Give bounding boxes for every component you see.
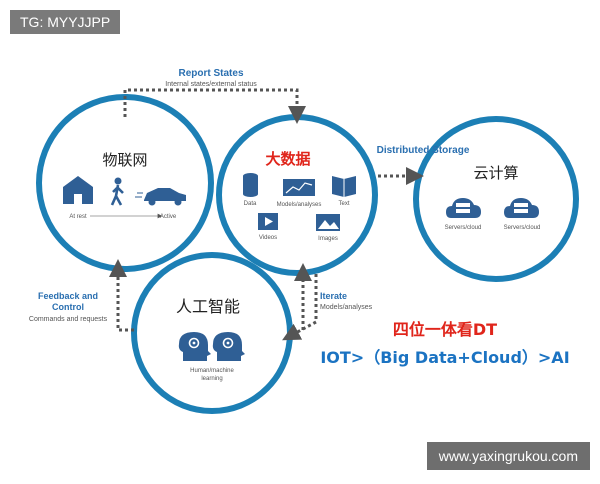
slogan-line1: 四位一体看DT bbox=[393, 320, 497, 339]
cloud-ring bbox=[413, 116, 579, 282]
iot-label-active: Active bbox=[160, 214, 177, 220]
iterate-return-arrow bbox=[282, 274, 318, 341]
bigdata-label-models: Models/analyses bbox=[277, 202, 322, 208]
car-icon bbox=[135, 188, 186, 206]
feedback-subtitle: Commands and requests bbox=[29, 316, 108, 323]
iot-ring bbox=[36, 94, 214, 272]
slogan-line2: IOT>（Big Data+Cloud）>AI bbox=[320, 348, 569, 367]
server-cloud-icon-right bbox=[504, 198, 539, 218]
image-icon bbox=[316, 214, 340, 231]
report-states-subtitle: Internal states/external status bbox=[165, 81, 257, 88]
iot-title: 物联网 bbox=[102, 151, 147, 169]
book-icon bbox=[332, 176, 356, 197]
ai-label-line2: learning bbox=[201, 376, 222, 382]
cloud-label-left: Servers/cloud bbox=[445, 225, 482, 231]
database-icon bbox=[243, 173, 258, 197]
feedback-title-line2: Control bbox=[52, 302, 84, 312]
distributed-storage-title: Distributed Storage bbox=[377, 145, 470, 156]
website-watermark: www.yaxingrukou.com bbox=[426, 442, 590, 470]
bigdata-label-videos: Videos bbox=[259, 235, 277, 241]
bigdata-label-text: Text bbox=[338, 201, 349, 207]
human-head-gear-icon bbox=[178, 332, 211, 361]
iterate-subtitle: Models/analyses bbox=[320, 304, 373, 311]
ai-ring bbox=[131, 252, 293, 414]
server-cloud-icon-left bbox=[446, 198, 481, 218]
cloud-label-right: Servers/cloud bbox=[504, 225, 541, 231]
feedback-control-arrow bbox=[109, 259, 134, 332]
report-states-arrow bbox=[123, 88, 306, 124]
tg-tag-badge: TG: MYYJJPP bbox=[10, 10, 121, 34]
ai-label-line1: Human/machine bbox=[190, 368, 234, 374]
bigdata-label-data: Data bbox=[244, 201, 257, 207]
chart-icon bbox=[283, 179, 315, 196]
report-states-title: Report States bbox=[178, 68, 243, 79]
bigdata-title: 大数据 bbox=[265, 150, 310, 168]
iot-label-rest: At rest bbox=[69, 214, 87, 220]
iterate-title: Iterate bbox=[320, 291, 347, 301]
ai-title: 人工智能 bbox=[176, 297, 240, 316]
house-icon bbox=[63, 176, 93, 204]
machine-head-gear-icon bbox=[212, 332, 245, 361]
bigdata-label-images: Images bbox=[318, 236, 338, 242]
feedback-title-line1: Feedback and bbox=[38, 291, 98, 301]
video-icon bbox=[258, 213, 278, 230]
walking-person-icon bbox=[110, 177, 124, 206]
cloud-title: 云计算 bbox=[473, 164, 518, 182]
